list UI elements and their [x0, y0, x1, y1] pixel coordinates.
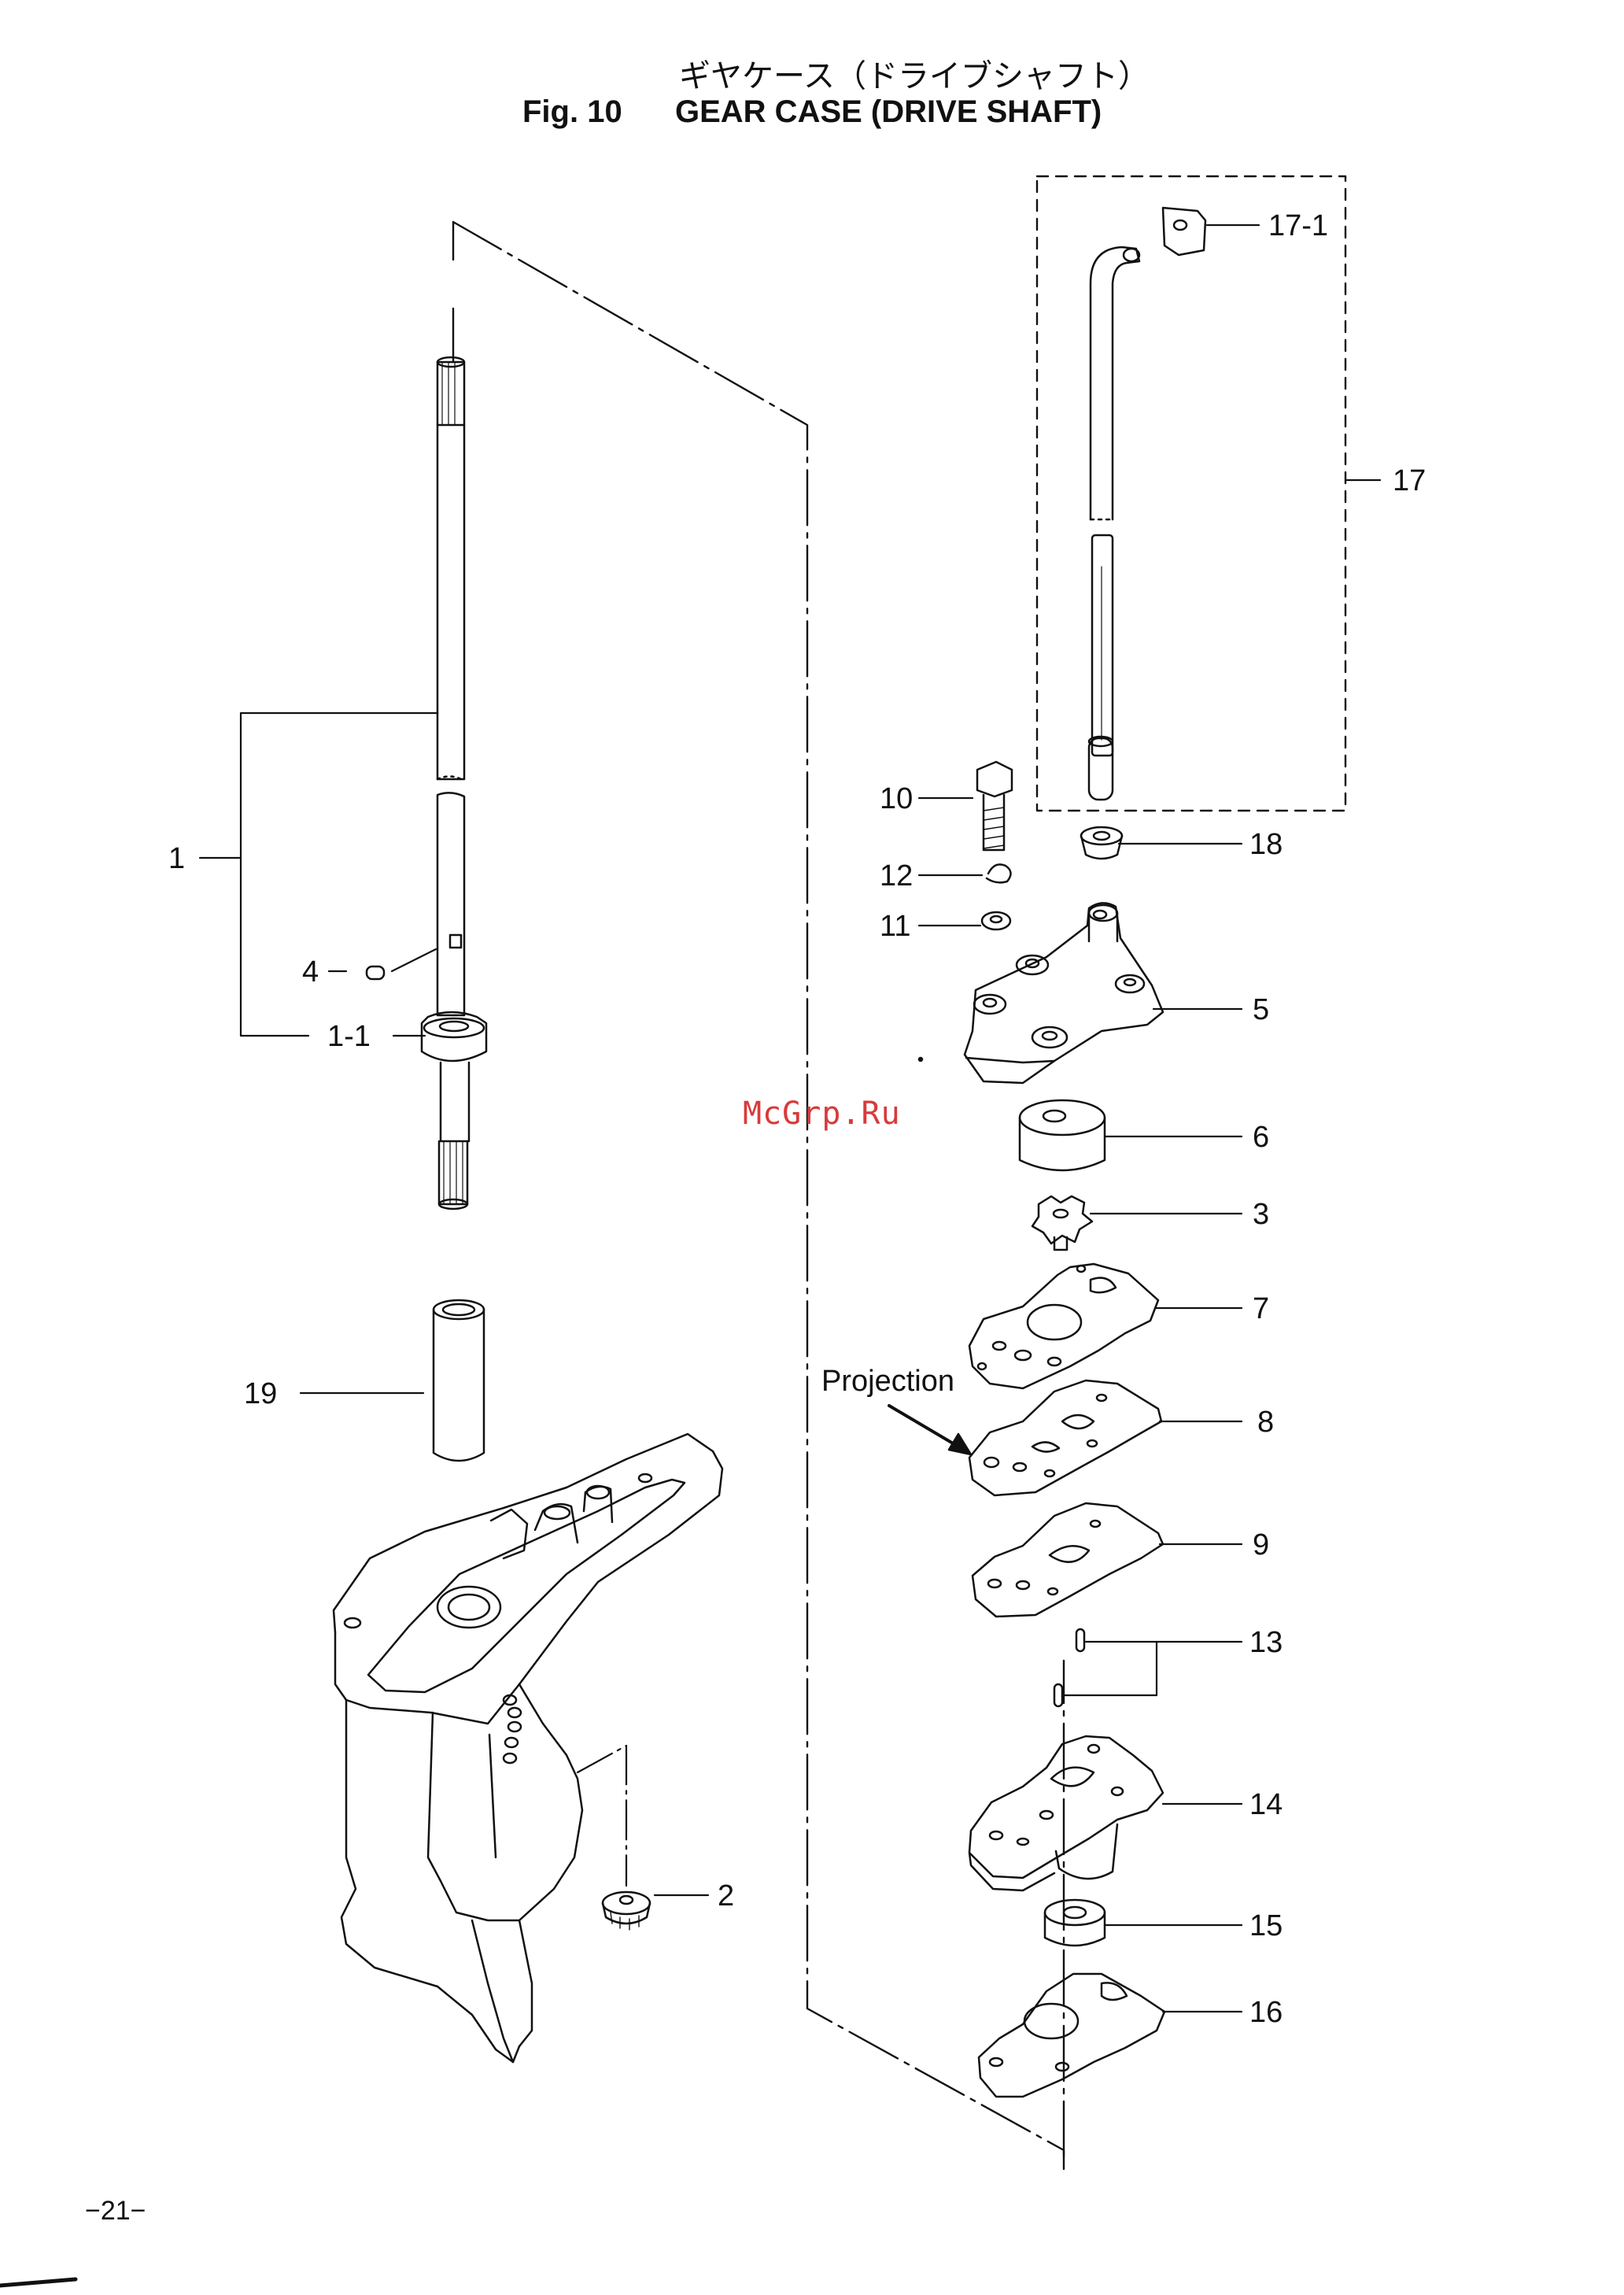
pump-liner-part: [1020, 1100, 1105, 1170]
water-tube-part: [1089, 247, 1139, 800]
watermark: McGrp.Ru: [743, 1096, 901, 1132]
callout-17: 17: [1393, 466, 1426, 496]
callout-6: 6: [1253, 1122, 1269, 1152]
pump-case-lower-part: [969, 1736, 1163, 1890]
page-number: −21−: [85, 2196, 146, 2227]
bottom-gasket-part: [979, 1974, 1164, 2097]
callout-14: 14: [1249, 1790, 1283, 1820]
callout-16: 16: [1249, 1998, 1283, 2027]
gear-case-housing: [334, 1434, 722, 2062]
callout-9: 9: [1253, 1530, 1269, 1560]
gasket-upper-part: [969, 1264, 1158, 1388]
callout-4: 4: [302, 957, 319, 987]
projection-label: Projection: [821, 1366, 954, 1396]
callout-11: 11: [880, 911, 910, 941]
assembly-reference-line: [453, 222, 1064, 2169]
callout-17-1: 17-1: [1268, 211, 1328, 241]
callout-8: 8: [1257, 1407, 1274, 1437]
callout-1-1: 1-1: [327, 1022, 371, 1051]
callout-15: 15: [1249, 1911, 1283, 1941]
callout-1: 1: [168, 844, 185, 874]
bolt-part: [977, 762, 1012, 850]
gasket-lower-part: [973, 1503, 1163, 1617]
callout-3: 3: [1253, 1199, 1269, 1229]
drive-shaft-tube-part: [434, 1300, 484, 1461]
pin-part: [367, 966, 384, 979]
callout-18: 18: [1249, 830, 1283, 859]
washer-part: [982, 912, 1010, 929]
grommet-part: [1163, 208, 1205, 255]
pump-plate-part: [969, 1380, 1161, 1495]
callout-12: 12: [880, 861, 913, 891]
projection-arrow: [889, 1406, 971, 1454]
cap-nut-reference-line: [578, 1746, 626, 1886]
lock-washer-part: [987, 864, 1011, 882]
drive-shaft-part: [422, 357, 486, 1209]
callout-2: 2: [718, 1881, 734, 1911]
callout-19: 19: [244, 1379, 277, 1409]
part-17-assembly-box: [1037, 176, 1345, 811]
callout-10: 10: [880, 784, 913, 814]
callout-5: 5: [1253, 995, 1269, 1025]
impeller-part: [1032, 1196, 1092, 1250]
seal-part: [1081, 827, 1122, 859]
callout-13: 13: [1249, 1628, 1283, 1658]
callout-7: 7: [1253, 1294, 1269, 1324]
oil-seal-part: [1045, 1900, 1105, 1946]
cap-nut-part: [603, 1892, 650, 1930]
